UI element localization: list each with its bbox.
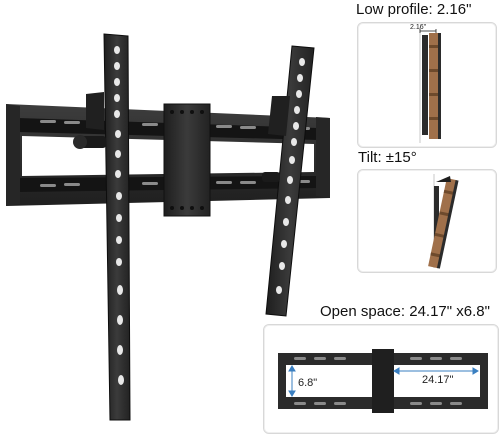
open-space-panel: 6.8" 24.17" <box>263 324 499 434</box>
wall-mount-illustration <box>6 33 330 421</box>
center-plate <box>163 103 211 217</box>
width-dimension: 24.17" <box>422 374 454 386</box>
low-profile-panel: 2.16" <box>357 22 497 148</box>
left-tilt-arm <box>73 33 131 421</box>
right-tilt-arm <box>262 45 315 317</box>
low-profile-drawing: 2.16" <box>410 24 441 143</box>
low-profile-dimension: 2.16" <box>410 24 427 31</box>
width-dimension-arrow <box>393 367 479 375</box>
tilt-drawing <box>428 174 459 269</box>
height-dimension: 6.8" <box>298 377 317 389</box>
height-dimension-arrow <box>288 365 296 397</box>
open-space-drawing: 6.8" 24.17" <box>278 349 488 413</box>
open-space-label: Open space: 24.17" x6.8" <box>320 303 490 320</box>
low-profile-label: Low profile: 2.16" <box>356 1 472 18</box>
tilt-label: Tilt: ±15° <box>358 149 417 166</box>
wall-mount-drawing <box>6 33 330 421</box>
tilt-panel <box>357 169 497 273</box>
